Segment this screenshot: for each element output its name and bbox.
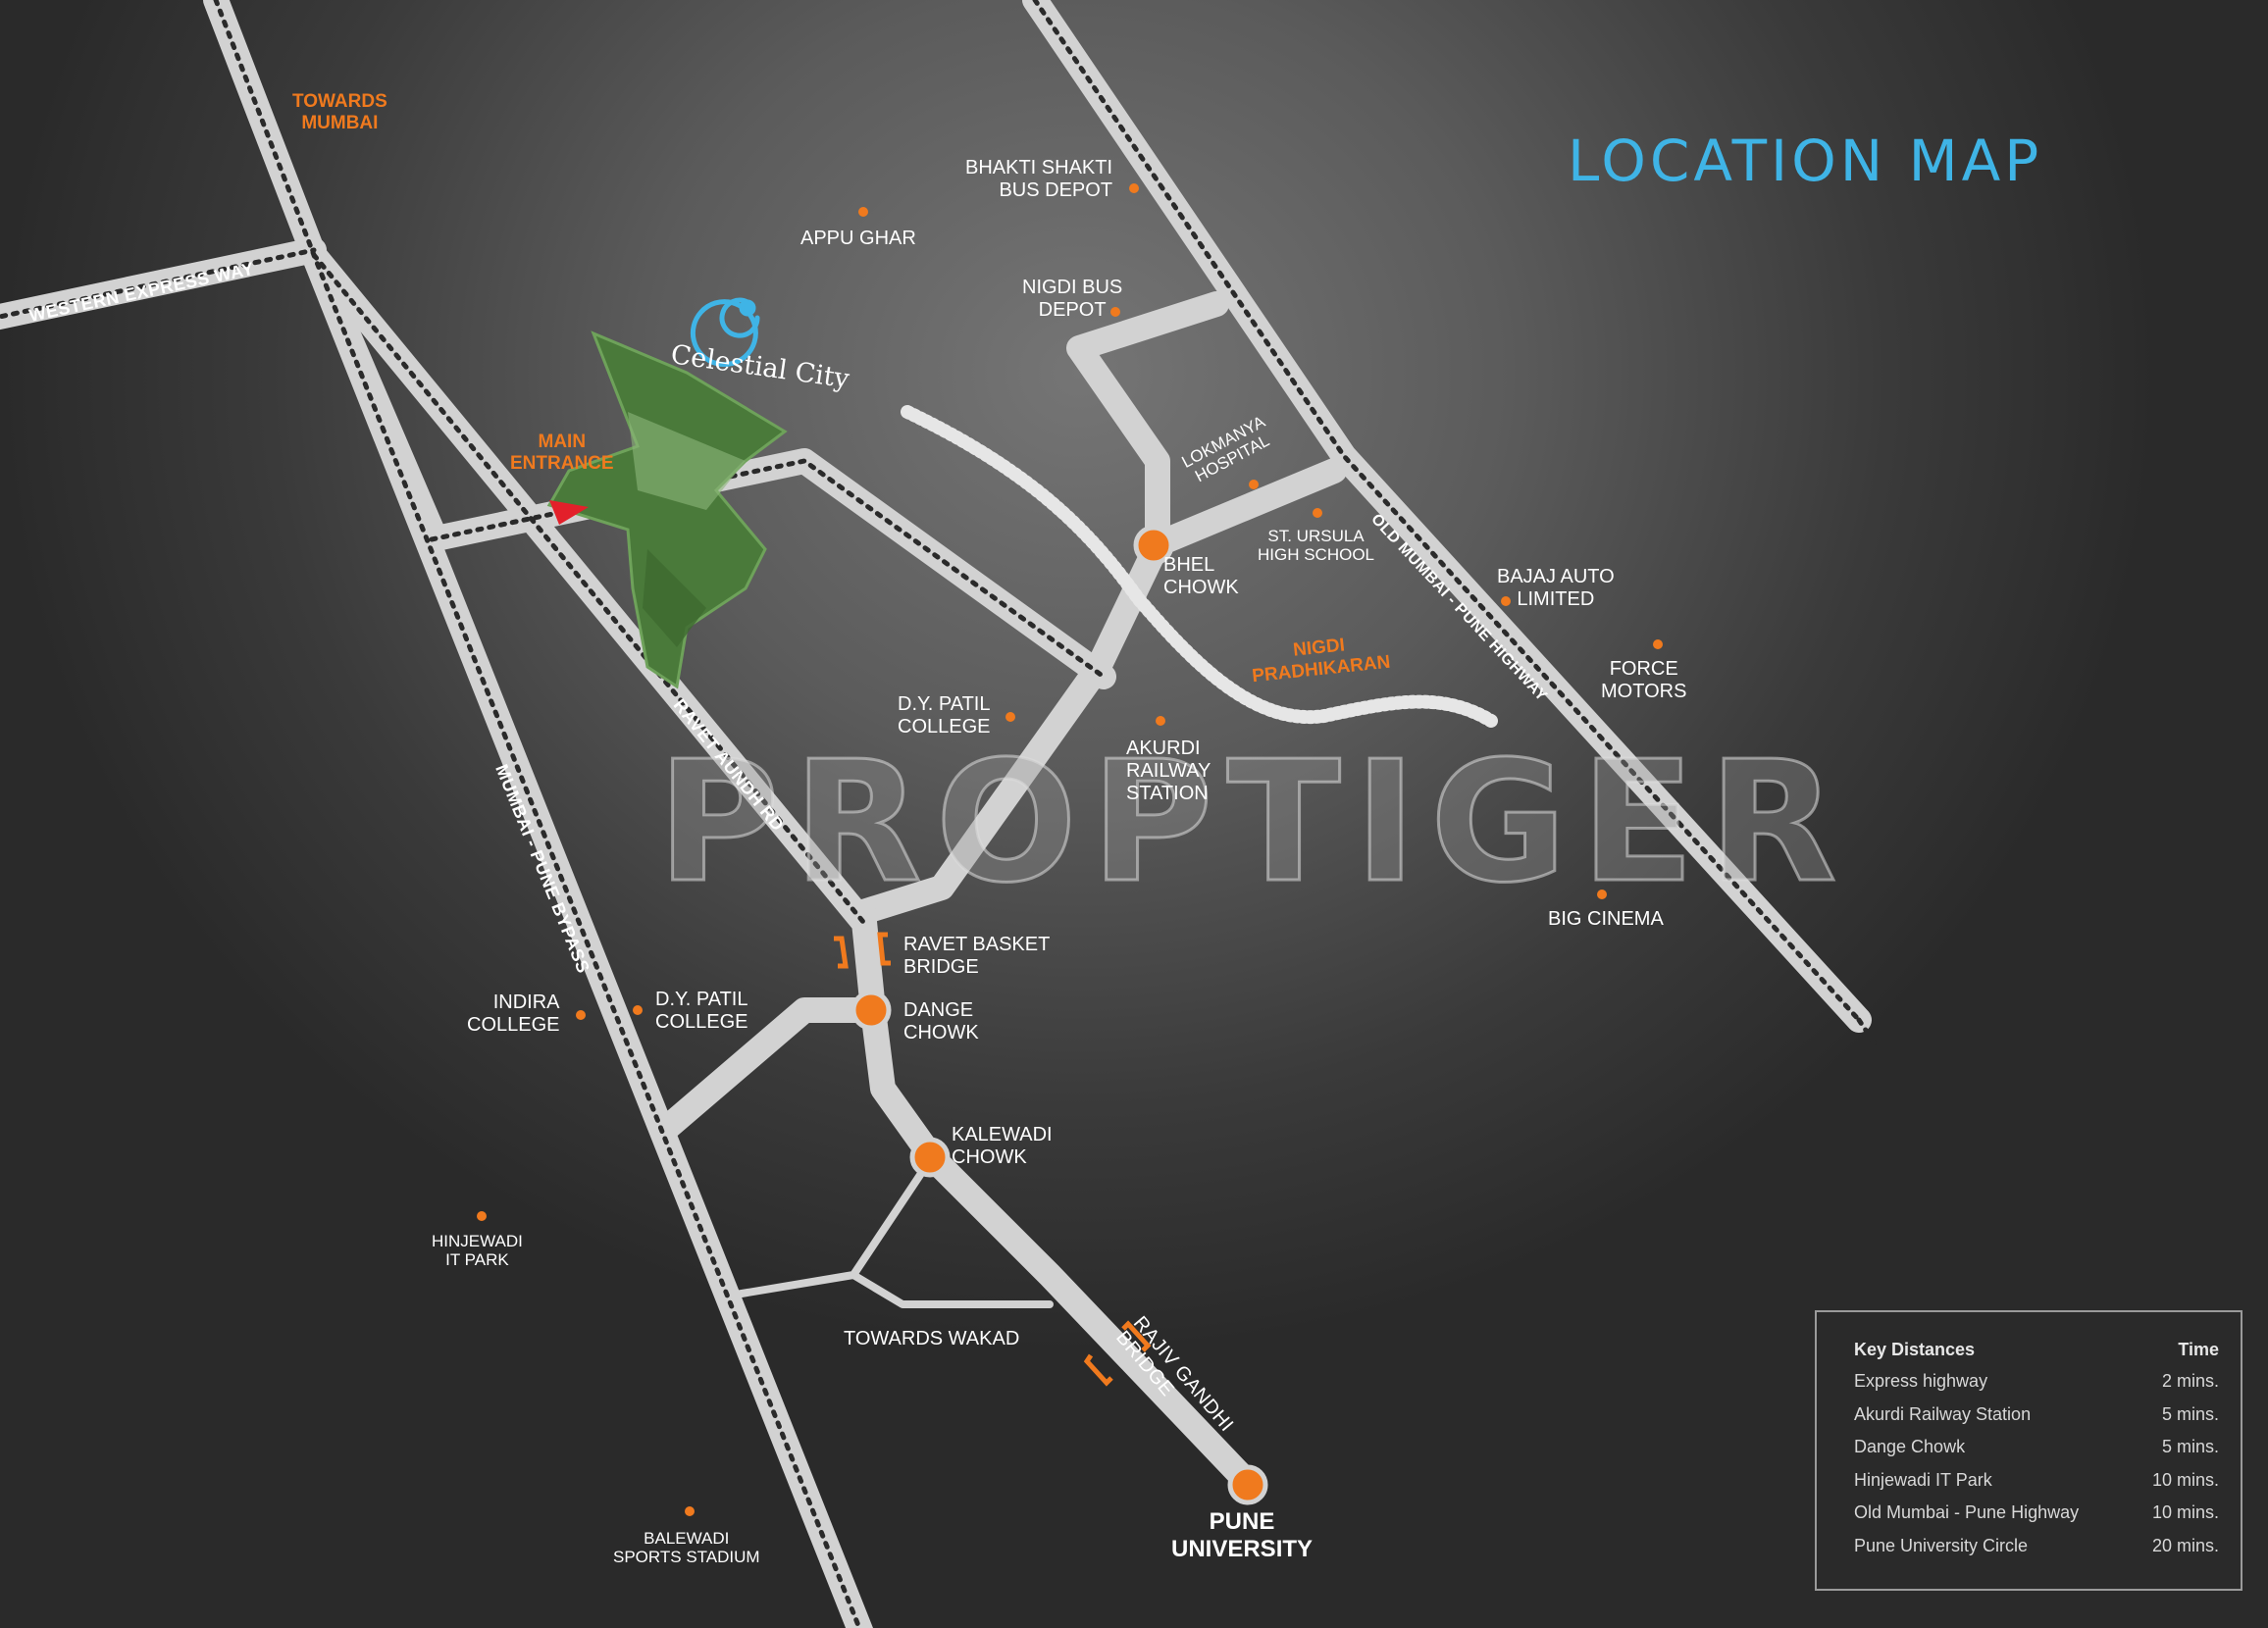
label-pune-university: PUNE UNIVERSITY [1171,1508,1314,1562]
table-row: Dange Chowk 5 mins. [1854,1437,2219,1470]
label-towards-mumbai: TOWARDS MUMBAI [292,91,387,133]
bhel-chowk-marker [1133,525,1174,566]
row-time: 20 mins. [2151,1535,2219,1555]
label-dange: DANGE CHOWK [903,999,979,1043]
celestial-city-logo-icon [690,297,760,368]
nigdi-connector-top [1066,291,1229,557]
table-row: Hinjewadi IT Park 10 mins. [1854,1470,2219,1503]
row-time: 2 mins. [2161,1371,2219,1391]
chowk-markers [850,525,1268,1505]
row-time: 10 mins. [2151,1469,2219,1490]
link-road-entrance [419,448,1116,689]
dange-chowk-marker [850,990,892,1031]
table-row: Old Mumbai - Pune Highway 10 mins. [1854,1502,2219,1536]
key-distances-time-header: Time [2178,1340,2219,1359]
label-hinjewadi: HINJEWADI IT PARK [432,1232,523,1269]
label-bhakti-shakti: BHAKTI SHAKTI BUS DEPOT [965,157,1113,201]
railway-track [901,405,1498,728]
poi-dots [477,183,1663,1516]
towards-wakad-road [732,1153,936,1298]
main-entrance-marker [549,500,589,525]
label-akurdi: AKURDI RAILWAY STATION [1126,738,1211,804]
label-main-entrance: MAIN ENTRANCE [510,432,614,474]
dange-link-road [654,997,886,1141]
dy-patil-2-dot [633,1005,643,1015]
row-time: 5 mins. [2161,1437,2219,1456]
table-row: Express highway 2 mins. [1854,1371,2219,1404]
bhakti-shakti-dot [1129,183,1139,193]
key-distances-title: Key Distances [1854,1340,1976,1359]
balewadi-dot [685,1506,695,1516]
row-place: Express highway [1854,1371,1988,1391]
rajiv-bridge-bracket-top [1121,1320,1152,1352]
big-cinema-dot [1597,890,1607,899]
row-place: Dange Chowk [1854,1437,1966,1456]
row-place: Hinjewadi IT Park [1854,1469,1992,1490]
label-bhel-chowk: BHEL CHOWK [1163,554,1239,598]
label-st-ursula: ST. URSULA HIGH SCHOOL [1258,527,1375,564]
label-towards-wakad: TOWARDS WAKAD [844,1328,1020,1349]
lokmanya-connector [1145,458,1347,557]
label-force: FORCE MOTORS [1601,658,1687,702]
hinjewadi-dot [477,1211,487,1221]
bhel-to-ravet [850,532,1170,925]
label-kalewadi: KALEWADI CHOWK [952,1124,1053,1168]
road-dashes [0,0,1881,1628]
nigdi-bus-dot [1110,307,1120,317]
st-ursula-dot [1313,508,1322,518]
ravet-bridge-bracket-right [877,932,891,966]
row-place: Old Mumbai - Pune Highway [1854,1502,2080,1522]
label-balewadi: BALEWADI SPORTS STADIUM [613,1529,760,1566]
label-ravet-bridge: RAVET BASKET BRIDGE [903,934,1051,978]
dy-patil-1-dot [1005,712,1015,722]
label-indira: INDIRA COLLEGE [467,992,560,1036]
kalewadi-chowk-marker [909,1137,951,1178]
row-time: 10 mins. [2151,1502,2219,1522]
map-title: LOCATION MAP [1568,127,2043,194]
force-dot [1653,639,1663,649]
label-nigdi-bus: NIGDI BUS DEPOT [1022,277,1123,321]
watermark: PROPTIGER [655,725,1851,922]
key-distances-table: Key Distances Time Express highway 2 mins… [1815,1310,2242,1591]
akurdi-dot [1156,716,1165,726]
wakad-road-lower [850,1271,1054,1308]
label-dy-patil-1: D.Y. PATIL COLLEGE [898,693,991,738]
bajaj-dot [1501,596,1511,606]
pune-university-marker [1227,1464,1268,1505]
lokmanya-dot [1249,480,1259,489]
label-dy-patil-2: D.Y. PATIL COLLEGE [655,989,748,1033]
row-place: Pune University Circle [1854,1535,2029,1555]
label-big-cinema: BIG CINEMA [1548,908,1664,930]
rajiv-bridge-bracket-bottom [1083,1353,1113,1387]
row-place: Akurdi Railway Station [1854,1403,2032,1424]
thin-roads [732,1153,1054,1308]
label-appu-ghar: APPU GHAR [800,228,916,249]
appu-ghar-dot [858,207,868,217]
row-time: 5 mins. [2161,1403,2219,1424]
label-bajaj: BAJAJ AUTO LIMITED [1497,566,1615,610]
indira-dot [576,1010,586,1020]
ravet-bridge-bracket-left [834,936,849,969]
table-row: Pune University Circle 20 mins. [1854,1536,2219,1569]
bridge-brackets [834,932,1152,1387]
key-distances-header: Key Distances Time [1854,1340,2219,1371]
table-row: Akurdi Railway Station 5 mins. [1854,1404,2219,1438]
celestial-city-plot [546,331,788,689]
